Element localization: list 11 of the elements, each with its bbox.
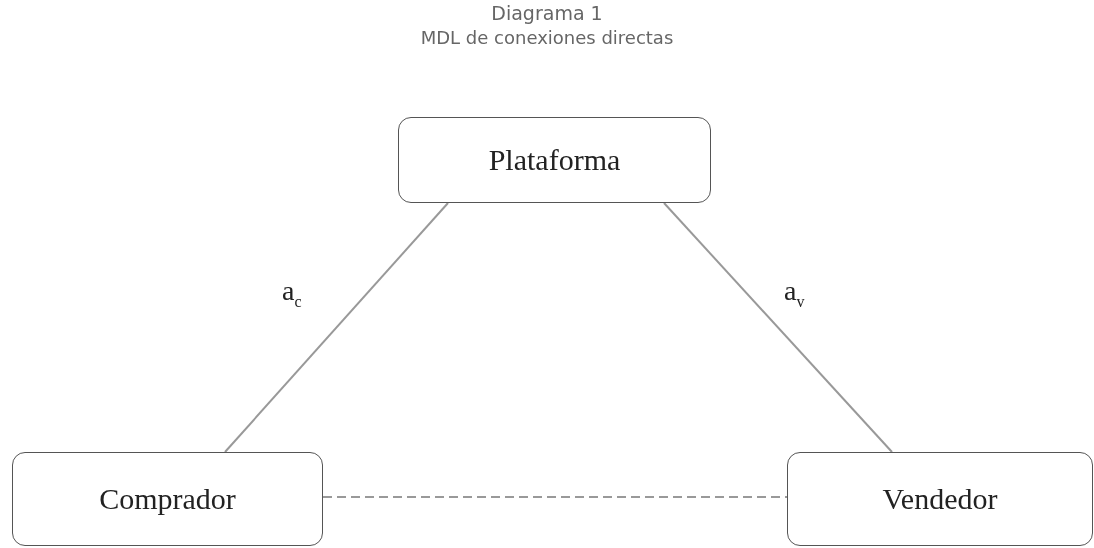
node-label: Vendedor: [882, 482, 998, 516]
node-label: Plataforma: [488, 143, 621, 177]
entity-box: [12, 452, 323, 546]
dashed-connector: [322, 496, 788, 498]
entity-box: [787, 452, 1093, 546]
node-label: Comprador: [99, 482, 236, 516]
connector: [663, 202, 893, 453]
connector: [224, 202, 449, 453]
entity-box: [398, 117, 711, 203]
diagram-subtitle: MDL de conexiones directas: [419, 27, 675, 48]
diagram-title: Diagrama 1: [490, 2, 604, 24]
